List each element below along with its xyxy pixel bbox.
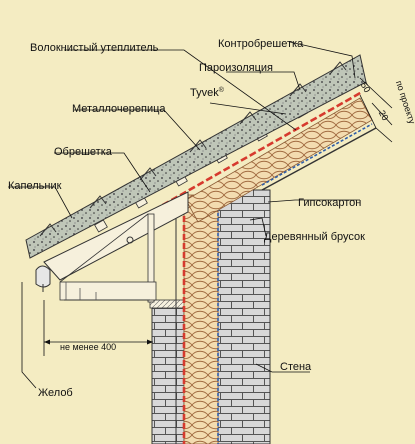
label-tyvek: Tyvek® (190, 86, 225, 99)
label-dim-50: 50 (359, 81, 373, 95)
label-zhelob: Желоб (38, 387, 73, 399)
label-uteplitel: Волокнистый утеплитель (30, 42, 159, 54)
label-dim-20: 20 (377, 109, 391, 123)
label-paroizolyaciya: Пароизоляция (199, 62, 273, 74)
eave-fascia (43, 191, 189, 303)
gutter (35, 265, 51, 292)
label-metallocherepica: Металлочерепица (72, 103, 166, 115)
label-dim-proekt: по проекту (394, 79, 415, 125)
leader-lines (8, 41, 360, 389)
gypsum-board (261, 127, 377, 191)
metal-tile-roof (25, 54, 367, 259)
wall-insulation (183, 194, 219, 444)
dimension-top-right (359, 77, 393, 143)
label-kontrobreshetka: Контробрешетка (218, 38, 304, 50)
brick-wall (149, 189, 271, 444)
label-obreshetka: Обрешетка (54, 146, 113, 158)
label-dim-400: не менее 400 (60, 342, 116, 352)
dimension-400 (43, 300, 153, 356)
label-stena: Стена (280, 361, 312, 373)
label-kapelnik: Капельник (8, 180, 62, 192)
label-gipsokarton: Гипсокартон (298, 197, 361, 209)
label-brusok: Деревянный брусок (264, 231, 365, 243)
roof-vapour-barrier (261, 123, 373, 186)
